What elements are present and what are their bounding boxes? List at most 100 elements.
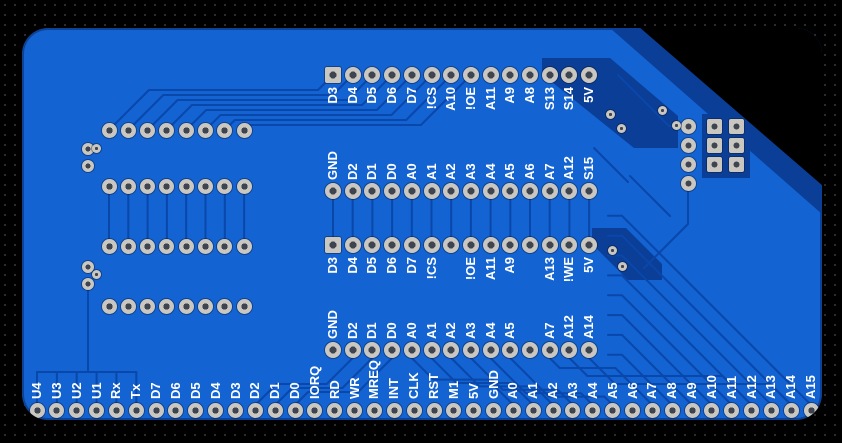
via[interactable] xyxy=(671,120,681,130)
through-hole-pad[interactable] xyxy=(344,342,361,358)
through-hole-pad[interactable] xyxy=(541,237,558,253)
through-hole-pad[interactable] xyxy=(728,137,744,153)
through-hole-pad[interactable] xyxy=(605,402,621,418)
via[interactable] xyxy=(607,245,617,255)
through-hole-pad[interactable] xyxy=(403,342,420,358)
ic-pad[interactable] xyxy=(159,238,175,254)
through-hole-pad[interactable] xyxy=(148,402,164,418)
through-hole-pad[interactable] xyxy=(728,156,744,172)
through-hole-pad[interactable] xyxy=(325,183,341,199)
through-hole-pad[interactable] xyxy=(426,402,442,418)
through-hole-pad[interactable] xyxy=(423,183,440,199)
through-hole-pad[interactable] xyxy=(327,402,343,418)
ic-pad[interactable] xyxy=(159,178,175,194)
through-hole-pad[interactable] xyxy=(423,67,440,83)
through-hole-pad[interactable] xyxy=(344,183,361,199)
ic-pad[interactable] xyxy=(120,238,136,254)
through-hole-pad[interactable] xyxy=(625,402,640,418)
through-hole-pad[interactable] xyxy=(325,237,341,253)
through-hole-pad[interactable] xyxy=(108,402,124,418)
ic-pad[interactable] xyxy=(101,122,117,138)
through-hole-pad[interactable] xyxy=(325,342,341,358)
through-hole-pad[interactable] xyxy=(585,402,601,418)
ic-pad[interactable] xyxy=(198,178,213,194)
through-hole-pad[interactable] xyxy=(423,237,440,253)
ic-pad[interactable] xyxy=(198,238,213,254)
through-hole-pad[interactable] xyxy=(581,237,598,253)
ic-pad[interactable] xyxy=(178,238,194,254)
through-hole-pad[interactable] xyxy=(364,183,381,199)
ic-pad[interactable] xyxy=(198,122,213,138)
through-hole-pad[interactable] xyxy=(541,67,558,83)
ic-pad[interactable] xyxy=(217,178,233,194)
through-hole-pad[interactable] xyxy=(384,237,401,253)
ic-pad[interactable] xyxy=(101,298,117,314)
through-hole-pad[interactable] xyxy=(446,402,462,418)
through-hole-pad[interactable] xyxy=(443,342,460,358)
through-hole-pad[interactable] xyxy=(644,402,660,418)
ic-pad[interactable] xyxy=(198,298,213,314)
through-hole-pad[interactable] xyxy=(502,342,519,358)
through-hole-pad[interactable] xyxy=(403,237,420,253)
capacitor-pad[interactable] xyxy=(82,143,94,155)
through-hole-pad[interactable] xyxy=(561,67,578,83)
ic-pad[interactable] xyxy=(217,238,233,254)
ic-pad[interactable] xyxy=(101,238,117,254)
through-hole-pad[interactable] xyxy=(344,67,361,83)
through-hole-pad[interactable] xyxy=(403,67,420,83)
via[interactable] xyxy=(91,269,101,279)
through-hole-pad[interactable] xyxy=(364,67,381,83)
through-hole-pad[interactable] xyxy=(581,342,598,358)
through-hole-pad[interactable] xyxy=(403,183,420,199)
via[interactable] xyxy=(617,261,627,271)
through-hole-pad[interactable] xyxy=(505,402,521,418)
through-hole-pad[interactable] xyxy=(247,402,263,418)
through-hole-pad[interactable] xyxy=(49,402,65,418)
through-hole-pad[interactable] xyxy=(128,402,144,418)
through-hole-pad[interactable] xyxy=(347,402,363,418)
through-hole-pad[interactable] xyxy=(561,237,578,253)
ic-pad[interactable] xyxy=(178,178,194,194)
via[interactable] xyxy=(616,123,626,133)
through-hole-pad[interactable] xyxy=(502,67,519,83)
through-hole-pad[interactable] xyxy=(29,402,45,418)
through-hole-pad[interactable] xyxy=(803,402,819,418)
through-hole-pad[interactable] xyxy=(443,183,460,199)
through-hole-pad[interactable] xyxy=(680,156,696,172)
via[interactable] xyxy=(91,143,101,153)
ic-pad[interactable] xyxy=(236,238,252,254)
ic-pad[interactable] xyxy=(159,122,175,138)
through-hole-pad[interactable] xyxy=(364,237,381,253)
through-hole-pad[interactable] xyxy=(267,402,283,418)
through-hole-pad[interactable] xyxy=(462,183,479,199)
through-hole-pad[interactable] xyxy=(545,402,561,418)
through-hole-pad[interactable] xyxy=(344,237,361,253)
through-hole-pad[interactable] xyxy=(69,402,85,418)
via[interactable] xyxy=(657,105,667,115)
through-hole-pad[interactable] xyxy=(706,137,722,153)
through-hole-pad[interactable] xyxy=(364,342,381,358)
through-hole-pad[interactable] xyxy=(208,402,224,418)
through-hole-pad[interactable] xyxy=(744,402,760,418)
through-hole-pad[interactable] xyxy=(443,67,460,83)
through-hole-pad[interactable] xyxy=(406,402,422,418)
through-hole-pad[interactable] xyxy=(684,402,700,418)
through-hole-pad[interactable] xyxy=(443,237,460,253)
through-hole-pad[interactable] xyxy=(482,183,499,199)
through-hole-pad[interactable] xyxy=(482,67,499,83)
through-hole-pad[interactable] xyxy=(728,118,744,134)
through-hole-pad[interactable] xyxy=(188,402,204,418)
through-hole-pad[interactable] xyxy=(502,237,519,253)
through-hole-pad[interactable] xyxy=(561,183,578,199)
ic-pad[interactable] xyxy=(140,178,156,194)
through-hole-pad[interactable] xyxy=(680,118,696,134)
through-hole-pad[interactable] xyxy=(581,183,598,199)
through-hole-pad[interactable] xyxy=(89,402,105,418)
through-hole-pad[interactable] xyxy=(522,237,538,253)
ic-pad[interactable] xyxy=(120,122,136,138)
capacitor-pad[interactable] xyxy=(82,160,94,172)
through-hole-pad[interactable] xyxy=(704,402,720,418)
through-hole-pad[interactable] xyxy=(525,402,541,418)
through-hole-pad[interactable] xyxy=(541,342,558,358)
through-hole-pad[interactable] xyxy=(287,402,303,418)
